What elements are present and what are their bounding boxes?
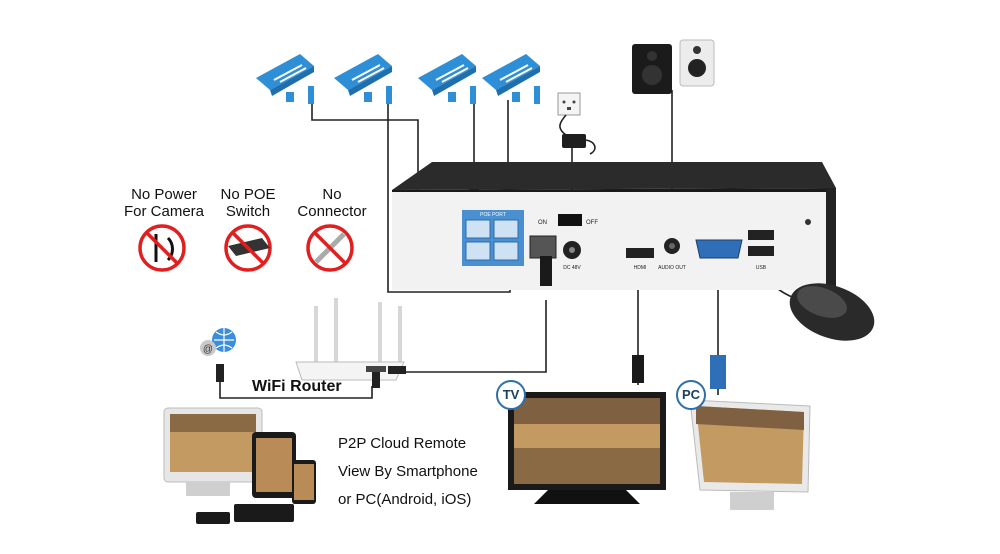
no-connector-line-2: Connector	[297, 203, 367, 220]
camera-4-icon	[482, 54, 540, 104]
no-poe-switch-icon	[224, 224, 272, 272]
no-power-line-1: No Power	[131, 186, 197, 203]
no-poe-line-2: Switch	[225, 203, 271, 220]
no-connector-icon	[306, 224, 354, 272]
svg-text:DC 48V: DC 48V	[563, 265, 581, 271]
svg-text:OFF: OFF	[586, 220, 598, 226]
wall-socket-icon	[557, 92, 581, 116]
smartphone-icon	[292, 460, 316, 504]
cable-router-internet	[219, 372, 373, 399]
no-power-line-2: For Camera	[123, 203, 205, 220]
poe-ports: POE PORT	[462, 210, 524, 266]
tablet-icon	[252, 432, 296, 498]
cable-router-nvr	[404, 300, 547, 373]
lan-port	[529, 235, 557, 259]
svg-text:@: @	[203, 344, 213, 355]
hdmi-plug	[632, 355, 644, 383]
power-adapter-icon	[559, 114, 596, 155]
laptop-icon	[196, 504, 294, 524]
router-icon	[295, 298, 406, 388]
camera-1-icon	[256, 54, 314, 104]
vga-plug	[710, 355, 726, 389]
nvr-device: POE PORT ON OFF DC 48V HDMI AUDIO OUT US…	[392, 162, 836, 290]
no-power-label: No Power For Camera	[122, 186, 206, 220]
svg-text:ON: ON	[538, 220, 547, 226]
svg-text:AUDIO OUT: AUDIO OUT	[658, 265, 686, 271]
power-switch	[558, 214, 582, 226]
svg-text:HDMI: HDMI	[634, 265, 647, 271]
no-poe-line-1: No POE	[220, 186, 276, 203]
desktop-monitor-icon	[163, 407, 263, 496]
router-label: WiFi Router	[252, 378, 342, 395]
tv-icon	[508, 392, 666, 504]
camera-2-icon	[334, 54, 392, 104]
no-connector-label: No Connector	[292, 186, 372, 220]
no-poe-label: No POE Switch	[212, 186, 284, 220]
hdmi-port	[626, 248, 654, 258]
pc-badge: PC	[676, 380, 706, 410]
pc-monitor-icon	[689, 399, 811, 510]
svg-text:POE PORT: POE PORT	[480, 212, 506, 218]
vga-port	[695, 239, 743, 259]
speaker-icon	[632, 39, 715, 94]
svg-text:USB: USB	[756, 265, 767, 271]
internet-globe-icon: @	[200, 328, 236, 382]
camera-3-icon	[418, 54, 476, 104]
no-power-icon	[138, 224, 186, 272]
p2p-line-1: P2P Cloud Remote	[338, 435, 467, 452]
p2p-text: P2P Cloud Remote View By Smartphone or P…	[338, 430, 478, 514]
tv-badge: TV	[496, 380, 526, 410]
p2p-line-3: or PC(Android, iOS)	[338, 491, 472, 508]
no-connector-line-1: No	[322, 186, 342, 203]
p2p-line-2: View By Smartphone	[338, 463, 478, 480]
mouse-icon	[789, 283, 875, 341]
usb-port	[748, 230, 774, 240]
